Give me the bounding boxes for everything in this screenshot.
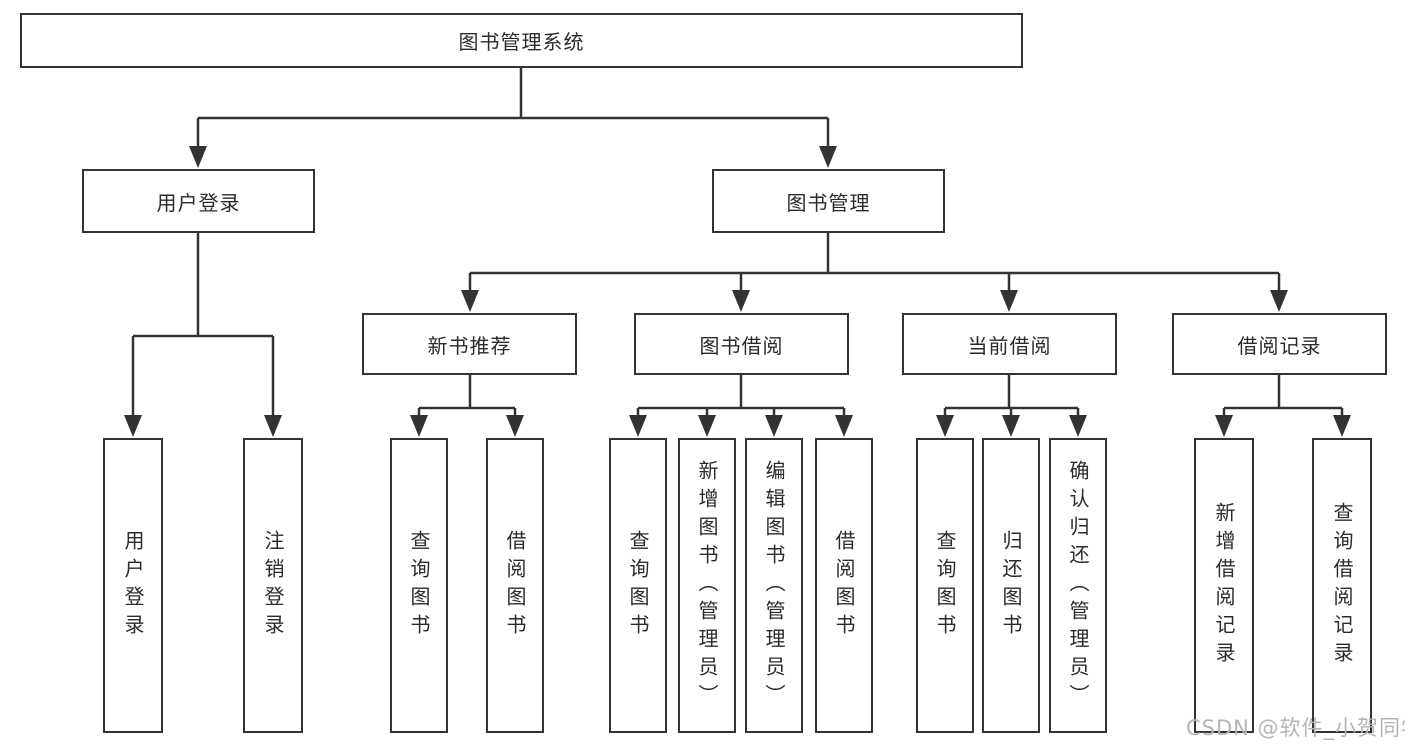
leaf-borrow-add-books-admin: 新增图书（管理员）	[678, 438, 736, 733]
node-new-book-recommend: 新书推荐	[362, 313, 577, 375]
node-label: 图书借阅	[699, 333, 784, 358]
leaf-records-add-borrow-record: 新增借阅记录	[1194, 438, 1254, 733]
connector-user-login-branch	[124, 233, 282, 437]
leaf-recommend-borrow-books: 借阅图书	[486, 438, 544, 733]
node-label: 当前借阅	[967, 333, 1052, 358]
node-label: 编辑图书（管理员）	[762, 459, 786, 712]
connector-new-book-recommend-branch	[410, 375, 524, 437]
node-label: 新增借阅记录	[1212, 501, 1236, 670]
arrowhead	[506, 415, 524, 437]
arrowhead	[1333, 415, 1351, 437]
arrowhead	[461, 290, 479, 312]
connector-root-to-level2	[189, 68, 837, 168]
arrowhead	[835, 415, 853, 437]
arrowhead	[936, 415, 954, 437]
node-label: 图书管理	[786, 190, 871, 215]
node-book-management: 图书管理	[712, 169, 945, 233]
node-library-management-system: 图书管理系统	[20, 13, 1023, 68]
arrowhead	[629, 415, 647, 437]
node-label: 借阅图书	[832, 529, 856, 642]
arrowhead	[819, 146, 837, 168]
node-label: 注销登录	[261, 529, 285, 642]
arrowhead	[1215, 415, 1233, 437]
leaf-recommend-query-books: 查询图书	[390, 438, 448, 733]
connector-current-borrow-branch	[936, 375, 1087, 437]
node-label: 查询借阅记录	[1330, 501, 1354, 670]
node-label: 新书推荐	[427, 333, 512, 358]
node-label: 用户登录	[156, 190, 241, 215]
arrowhead	[698, 415, 716, 437]
leaf-current-query-books: 查询图书	[916, 438, 974, 733]
node-label: 查询图书	[933, 529, 957, 642]
node-current-borrow: 当前借阅	[902, 313, 1117, 375]
node-label: 确认归还（管理员）	[1066, 459, 1090, 712]
leaf-current-confirm-return-admin: 确认归还（管理员）	[1049, 438, 1107, 733]
arrowhead	[1069, 415, 1087, 437]
leaf-logout-login: 注销登录	[243, 438, 303, 733]
node-label: 查询图书	[407, 529, 431, 642]
csdn-watermark: CSDN @软件_小贺同学	[1186, 716, 1405, 740]
node-borrow-records: 借阅记录	[1172, 313, 1387, 375]
leaf-borrow-borrow-books: 借阅图书	[815, 438, 873, 733]
node-label: 查询图书	[626, 529, 650, 642]
leaf-user-login: 用户登录	[103, 438, 163, 733]
node-label: 借阅记录	[1237, 333, 1322, 358]
connector-book-management-branch	[461, 233, 1288, 312]
leaf-current-return-books: 归还图书	[982, 438, 1040, 733]
connector-borrow-records-branch	[1215, 375, 1351, 437]
arrowhead	[1000, 290, 1018, 312]
connector-book-borrow-branch	[629, 375, 853, 437]
node-label: 图书管理系统	[458, 30, 585, 54]
arrowhead	[765, 415, 783, 437]
node-label: 新增图书（管理员）	[695, 459, 719, 712]
arrowhead	[264, 415, 282, 437]
node-user-login: 用户登录	[82, 169, 315, 233]
leaf-borrow-query-books: 查询图书	[609, 438, 667, 733]
arrowhead	[124, 415, 142, 437]
node-label: 用户登录	[121, 529, 145, 642]
arrowhead	[732, 290, 750, 312]
arrowhead	[1270, 290, 1288, 312]
leaf-records-query-borrow-record: 查询借阅记录	[1312, 438, 1372, 733]
node-label: 借阅图书	[503, 529, 527, 642]
node-label: 归还图书	[999, 529, 1023, 642]
arrowhead	[189, 146, 207, 168]
leaf-borrow-edit-books-admin: 编辑图书（管理员）	[745, 438, 803, 733]
arrowhead	[410, 415, 428, 437]
arrowhead	[1002, 415, 1020, 437]
node-book-borrow: 图书借阅	[634, 313, 849, 375]
